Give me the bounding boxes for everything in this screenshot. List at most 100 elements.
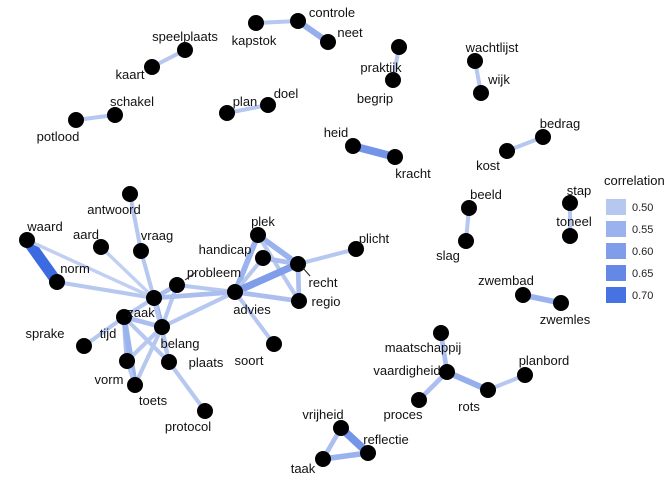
node-handicap <box>255 250 271 266</box>
node-heid <box>345 138 361 154</box>
node-kaart <box>144 59 160 75</box>
node-label-rots: rots <box>458 399 480 414</box>
node-plaats <box>161 354 177 370</box>
legend-label-0.55: 0.55 <box>632 224 653 236</box>
node-label-vorm: vorm <box>95 372 124 387</box>
node-label-kracht: kracht <box>395 166 431 181</box>
node-label-kapstok: kapstok <box>232 33 277 48</box>
node-plicht <box>348 241 364 257</box>
edge-advies-zaak <box>153 289 236 301</box>
legend-items: 0.500.550.600.650.70 <box>606 199 653 303</box>
node-kracht <box>387 149 403 165</box>
edge-recht-plicht <box>297 247 357 266</box>
node-maatschappij <box>433 325 449 341</box>
node-protocol <box>197 403 213 419</box>
node-label-plek: plek <box>251 214 275 229</box>
node-neet <box>320 34 336 50</box>
node-wachtlijst <box>467 53 483 69</box>
edge-antwoord-vraag <box>127 193 144 252</box>
legend-title: correlation <box>604 173 665 188</box>
node-label-beeld: beeld <box>470 187 502 202</box>
node-label-norm: norm <box>60 261 90 276</box>
legend-swatch-0.70 <box>606 287 626 303</box>
legend-label-0.70: 0.70 <box>632 290 653 302</box>
node-label-neet: neet <box>337 25 363 40</box>
node-label-stap: stap <box>567 183 592 198</box>
node-label-kaart: kaart <box>116 67 145 82</box>
node-label-tijd: tijd <box>100 326 117 341</box>
node-label-zaak: zaak <box>127 305 155 320</box>
node-label-protocol: protocol <box>165 419 211 434</box>
node-label-antwoord: antwoord <box>87 202 140 217</box>
node-label-potlood: potlood <box>37 129 80 144</box>
node-label-toets: toets <box>139 393 168 408</box>
node-label-kost: kost <box>476 158 500 173</box>
label-leader-recht <box>302 267 311 277</box>
node-label-vrijheid: vrijheid <box>302 407 343 422</box>
node-vaardigheid <box>439 364 455 380</box>
node-begrip <box>385 72 401 88</box>
edge-advies-belang <box>161 290 236 329</box>
edge-norm-zaak <box>56 279 155 301</box>
edge-regio-advies <box>234 289 300 304</box>
node-label-recht: recht <box>309 275 338 290</box>
edge-aard-zaak <box>99 245 156 300</box>
node-label-aard: aard <box>73 227 99 242</box>
node-planbord <box>517 367 533 383</box>
edge-plaats-protocol <box>167 360 207 413</box>
node-kost <box>499 143 515 159</box>
node-vrijheid <box>333 420 349 436</box>
node-recht <box>290 256 306 272</box>
node-antwoord <box>122 186 138 202</box>
node-stap <box>562 195 578 211</box>
edge-vraag-zaak <box>139 250 156 299</box>
node-soort <box>266 336 282 352</box>
node-slag <box>458 233 474 249</box>
node-label-bedrag: bedrag <box>540 116 580 131</box>
node-label-heid: heid <box>324 125 349 140</box>
node-label-doel: doel <box>274 86 299 101</box>
node-label-begrip: begrip <box>357 91 393 106</box>
node-controle <box>290 13 306 29</box>
node-label-praktijk: praktijk <box>360 60 402 75</box>
edge-plek-advies <box>232 233 261 294</box>
edge-recht-advies <box>233 260 300 296</box>
node-toneel <box>562 228 578 244</box>
node-label-vaardigheid: vaardigheid <box>373 363 440 378</box>
node-rots <box>480 382 496 398</box>
node-label-reflectie: reflectie <box>363 432 409 447</box>
edge-waard-zaak <box>26 238 155 300</box>
node-label-schakel: schakel <box>110 94 154 109</box>
node-bedrag <box>535 129 551 145</box>
node-reflectie <box>360 445 376 461</box>
node-label-zwembad: zwembad <box>478 273 534 288</box>
legend-label-0.60: 0.60 <box>632 246 653 258</box>
node-label-plicht: plicht <box>359 231 390 246</box>
node-proces <box>411 392 427 408</box>
label-leader-probleem <box>184 271 197 281</box>
node-label-belang: belang <box>160 336 199 351</box>
node-label-planbord: planbord <box>519 353 570 368</box>
node-schakel <box>107 107 123 123</box>
edge-belang-vorm <box>125 325 164 363</box>
node-belang <box>154 319 170 335</box>
node-waard <box>19 232 35 248</box>
node-zwembad <box>515 287 531 303</box>
edge-tijd-sprake <box>82 315 126 348</box>
legend-swatch-0.60 <box>606 243 626 259</box>
legend-swatch-0.55 <box>606 221 626 237</box>
node-doel <box>260 97 276 113</box>
legend-swatch-0.50 <box>606 199 626 215</box>
node-wijk <box>473 85 489 101</box>
node-zwemles <box>553 295 569 311</box>
node-praktijk <box>391 39 407 55</box>
node-label-advies: advies <box>233 302 271 317</box>
node-label-zwemles: zwemles <box>540 312 591 327</box>
node-taak <box>315 451 331 467</box>
node-label-proces: proces <box>383 407 423 422</box>
node-label-toneel: toneel <box>556 214 592 229</box>
node-norm <box>49 274 65 290</box>
legend-swatch-0.65 <box>606 265 626 281</box>
node-label-plaats: plaats <box>189 355 224 370</box>
